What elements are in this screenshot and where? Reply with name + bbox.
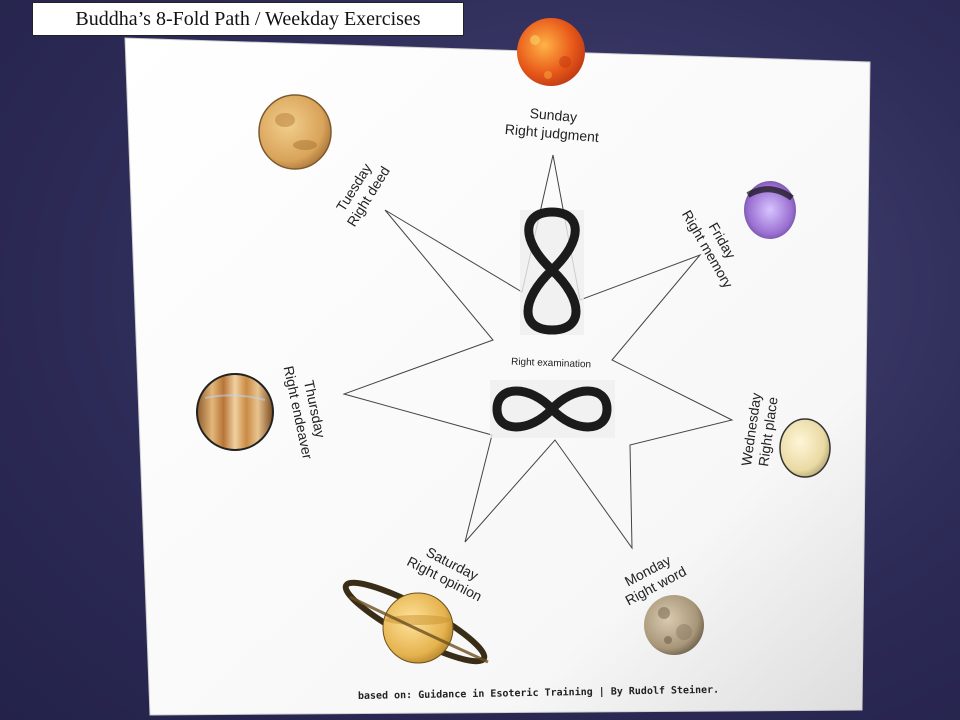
mars-icon [258, 94, 332, 170]
moon-icon [644, 595, 704, 655]
figure-eight-symbol [520, 207, 584, 335]
slide-title: Buddha’s 8-Fold Path / Weekday Exercises [32, 2, 464, 36]
venus-icon [744, 181, 796, 239]
star [342, 154, 734, 550]
jupiter-icon [196, 373, 274, 451]
lemniscate-symbol [490, 380, 615, 438]
mercury-icon [779, 418, 831, 478]
sun-icon [517, 18, 585, 86]
day-name: Sunday [529, 105, 578, 125]
card [124, 37, 871, 716]
saturn-icon [342, 579, 489, 665]
center-label: Right examination [511, 357, 591, 371]
